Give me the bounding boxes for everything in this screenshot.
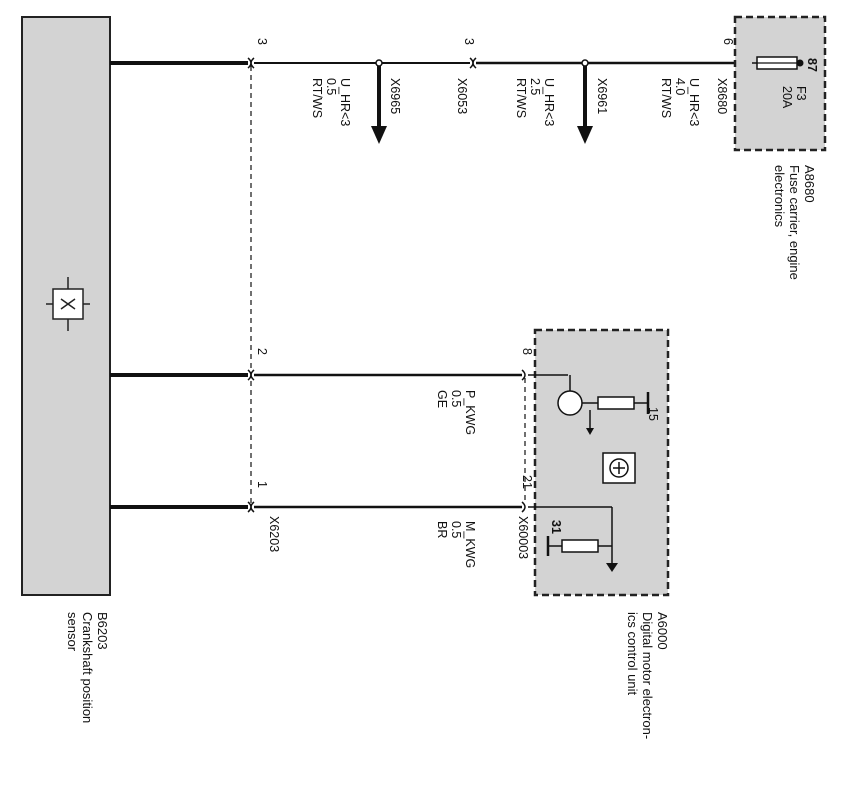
connector-x6965: X6965 <box>388 78 402 114</box>
sensor-name-line2: sensor <box>65 612 80 652</box>
wire2-color: RT/WS <box>514 78 528 118</box>
connector-terminals <box>247 57 753 513</box>
sensor-symbol <box>46 277 90 331</box>
pin-sensor-supply: 3 <box>255 38 269 45</box>
splice-x6965 <box>371 59 387 144</box>
wire1-size: 0.5 <box>324 78 338 95</box>
wire5-signal: M_KWG <box>463 521 477 568</box>
fuse-terminal: 87 <box>805 58 819 72</box>
fuse-carrier-box <box>733 15 827 152</box>
sensor-name-line1: Crankshaft position <box>80 612 95 723</box>
fuse-symbol <box>752 56 804 70</box>
ecu-name-line2: ics control unit <box>625 612 640 695</box>
wire4-color: GE <box>435 390 449 408</box>
pin-ecu-signal: 8 <box>520 348 534 355</box>
pin-ecu-term31: 31 <box>549 520 563 534</box>
pin-ecu-ground: 21 <box>520 475 534 489</box>
wire1-color: RT/WS <box>310 78 324 118</box>
fuse-carrier-code: A8680 <box>802 165 817 203</box>
wire3-size: 4.0 <box>673 78 687 95</box>
connector-x60003: X60003 <box>516 516 530 559</box>
wire5-color: BR <box>435 521 449 538</box>
wire2-signal: U_HR<3 <box>542 78 556 126</box>
fuse-carrier-name-line2: electronics <box>772 165 787 228</box>
connector-x6961: X6961 <box>595 78 609 114</box>
ecu-box <box>533 328 670 597</box>
wire2-size: 2.5 <box>528 78 542 95</box>
wire5-size: 0.5 <box>449 521 463 538</box>
pin-sensor-signal: 2 <box>255 348 269 355</box>
fuse-name: F3 <box>794 86 808 101</box>
ecu-name-line1: Digital motor electron- <box>640 612 655 739</box>
pin-ecu-term15: 15 <box>646 407 660 421</box>
fuse-carrier-name-line1: Fuse carrier, engine <box>787 165 802 280</box>
pin-splice2: 3 <box>462 38 476 45</box>
sensor-code: B6203 <box>95 612 110 650</box>
connector-x8680: X8680 <box>715 78 729 114</box>
splice-x6961 <box>577 59 593 144</box>
ecu-internal-circuit <box>528 374 650 572</box>
wire1-signal: U_HR<3 <box>338 78 352 126</box>
connector-x6053: X6053 <box>455 78 469 114</box>
wire3-color: RT/WS <box>659 78 673 118</box>
connector-x6203: X6203 <box>267 516 281 552</box>
fuse-rating: 20A <box>780 86 794 109</box>
wire3-signal: U_HR<3 <box>687 78 701 126</box>
wire4-size: 0.5 <box>449 390 463 407</box>
wire4-signal: P_KWG <box>463 390 477 435</box>
ecu-code: A6000 <box>655 612 670 650</box>
pin-sensor-ground: 1 <box>255 481 269 488</box>
pin-fuse: 6 <box>721 38 735 45</box>
